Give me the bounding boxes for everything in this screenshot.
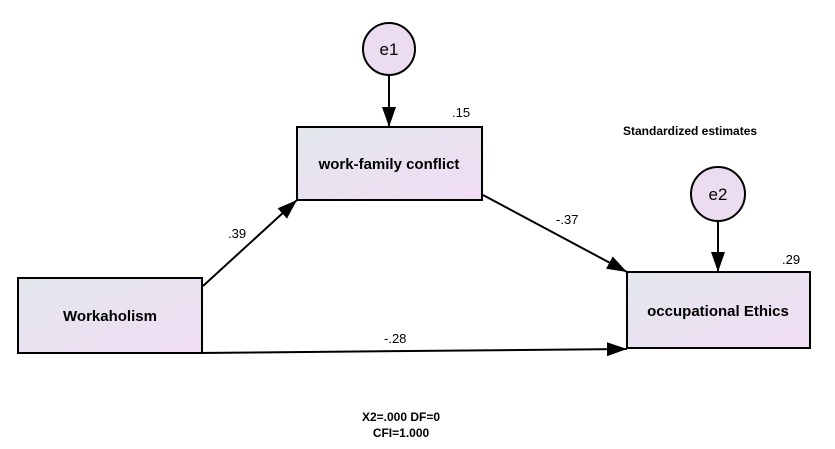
coef-workaholism-to-ethics: -.28 xyxy=(384,331,406,346)
error-e1-label: e1 xyxy=(380,40,399,59)
r2-occupational-ethics: .29 xyxy=(782,252,800,267)
box-workaholism-label: Workaholism xyxy=(63,308,157,325)
box-workaholism: Workaholism xyxy=(17,277,203,354)
path-conflict-to-ethics xyxy=(482,194,628,273)
error-e1: e1 xyxy=(362,22,416,76)
box-occupational-ethics-label: occupational Ethics xyxy=(647,303,789,320)
fit-line-2: CFI=1.000 xyxy=(373,426,430,440)
caption-standardized-estimates: Standardized estimates xyxy=(623,124,757,138)
r2-work-family-conflict: .15 xyxy=(452,105,470,120)
box-work-family-conflict: work-family conflict xyxy=(296,126,483,201)
coef-workaholism-to-conflict: .39 xyxy=(228,226,246,241)
error-e2: e2 xyxy=(690,166,746,222)
box-occupational-ethics: occupational Ethics xyxy=(626,271,811,349)
path-workaholism-to-conflict xyxy=(202,199,298,287)
coef-conflict-to-ethics: -.37 xyxy=(556,212,578,227)
path-workaholism-to-ethics xyxy=(195,342,628,357)
fit-line-1: X2=.000 DF=0 xyxy=(362,410,440,424)
error-e2-label: e2 xyxy=(709,185,728,204)
box-work-family-conflict-label: work-family conflict xyxy=(318,156,460,173)
